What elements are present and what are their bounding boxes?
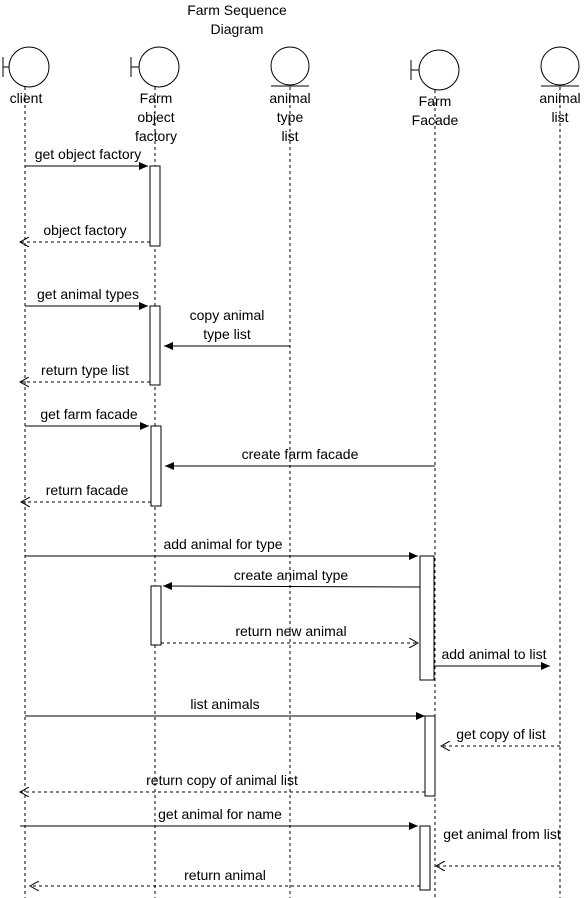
- message-return-copy-of-animal-list: return copy of animal list: [20, 772, 425, 792]
- participant-animal-type-list: animal type list: [269, 46, 311, 898]
- message-label: object factory: [43, 222, 126, 238]
- message-return-new-animal: return new animal: [161, 623, 418, 643]
- participant-label: list: [281, 128, 298, 144]
- activation-bar: [150, 425, 162, 507]
- entity-icon: [270, 46, 310, 86]
- diagram-title-line2: Diagram: [211, 21, 264, 37]
- activation-bar: [149, 165, 161, 247]
- message-label: copy animal: [190, 307, 265, 323]
- boundary-icon: [138, 46, 180, 88]
- message-get-copy-of-list: get copy of list: [441, 726, 560, 746]
- message-copy-animal-type-list: copy animal type list: [164, 307, 290, 350]
- message-label: return copy of animal list: [146, 772, 298, 788]
- message-label: get object factory: [35, 146, 142, 162]
- participant-label: animal: [269, 90, 310, 106]
- activation-bar: [419, 555, 435, 681]
- message-label: get animal for name: [158, 806, 282, 822]
- participant-label: type: [277, 109, 304, 125]
- message-label: return animal: [184, 867, 266, 883]
- message-create-animal-type: create animal type: [162, 567, 421, 591]
- participant-label: object: [137, 109, 174, 125]
- message-add-animal-to-list: add animal to list: [434, 646, 550, 670]
- message-label: create animal type: [234, 567, 349, 583]
- message-get-farm-facade: get farm facade: [25, 406, 149, 430]
- message-label: return new animal: [235, 623, 346, 639]
- activation-bar: [419, 825, 431, 891]
- message-label: return facade: [46, 482, 129, 498]
- message-label: type list: [203, 326, 251, 342]
- message-label: add animal to list: [441, 646, 546, 662]
- boundary-icon: [418, 49, 460, 91]
- participant-animal-list: animal list: [539, 46, 581, 898]
- participant-label: Farm: [140, 90, 173, 106]
- participant-label: Farm: [419, 93, 452, 109]
- participant-label: Facade: [412, 112, 459, 128]
- message-create-farm-facade: create farm facade: [165, 446, 435, 470]
- participant-client: client: [2, 46, 50, 898]
- participant-label: list: [551, 109, 568, 125]
- message-label: return type list: [41, 362, 129, 378]
- message-object-factory: object factory: [20, 222, 150, 242]
- message-label: add animal for type: [163, 536, 282, 552]
- message-label: get copy of list: [456, 726, 546, 742]
- message-get-animal-types: get animal types: [25, 286, 148, 310]
- participant-label: factory: [135, 128, 177, 144]
- activation-bar: [149, 305, 161, 386]
- message-list-animals: list animals: [25, 696, 425, 720]
- message-return-animal: return animal: [30, 867, 420, 886]
- message-add-animal-for-type: add animal for type: [25, 536, 418, 560]
- message-label: get farm facade: [40, 406, 137, 422]
- diagram-title-line1: Farm Sequence: [187, 2, 287, 18]
- message-label: get animal from list: [443, 826, 561, 842]
- message-label: create farm facade: [242, 446, 359, 462]
- message-return-type-list: return type list: [20, 362, 150, 382]
- activation-bar: [150, 585, 162, 646]
- entity-icon: [540, 46, 580, 86]
- boundary-icon: [8, 46, 50, 88]
- message-return-facade: return facade: [21, 482, 151, 502]
- message-get-animal-from-list: get animal from list: [436, 826, 561, 866]
- message-get-animal-for-name: get animal for name: [20, 806, 418, 830]
- participant-label: animal: [539, 90, 580, 106]
- participant-label: client: [10, 90, 43, 106]
- participant-farm-object-factory: Farm object factory: [130, 46, 180, 898]
- activation-bar: [424, 715, 436, 797]
- message-label: get animal types: [37, 286, 139, 302]
- message-get-object-factory: get object factory: [25, 146, 148, 170]
- message-label: list animals: [190, 696, 259, 712]
